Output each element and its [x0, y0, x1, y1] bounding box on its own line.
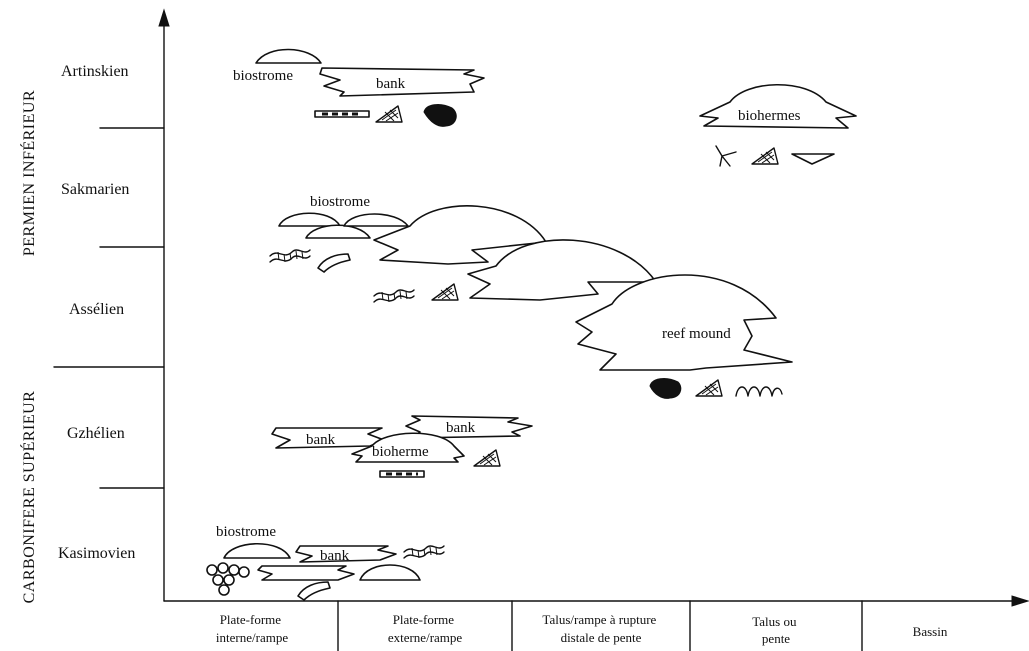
gzhelien-bank-left-label: bank [306, 432, 336, 448]
bioherme-mound [351, 432, 465, 463]
black-blob-icon [649, 378, 682, 399]
kasimovien-biostrome-label: biostrome [216, 524, 276, 540]
biostrome-lens [359, 564, 421, 581]
env-label-platform-internal: Plate-forme interne/rampe [216, 612, 288, 645]
env-label-slope-break: Talus/rampe à rupture distale de pente [542, 612, 659, 645]
dashed-bar-icon [379, 470, 425, 478]
artinskien-bank-label: bank [376, 76, 406, 92]
y-axis-arrow-icon [158, 8, 170, 27]
kasimovien-bank-shape [295, 545, 397, 563]
reef-mound-label: reef mound [662, 326, 731, 342]
bryozoan-mesh-icon [751, 147, 779, 165]
sakmarien-group: biostrome reef mound [269, 194, 793, 371]
kasimovien-bank-label: bank [320, 548, 350, 564]
biostrome-lens [223, 542, 291, 559]
stage-label-artinskien: Artinskien [61, 63, 129, 80]
bryozoan-mesh-icon [375, 105, 403, 123]
biostrome-lens [255, 48, 322, 64]
artinskien-bank-shape [319, 67, 485, 97]
reef-mound-fauna [649, 378, 783, 399]
biohermes-mound [699, 84, 857, 129]
kasimovien-lower-bank-shape [257, 565, 355, 581]
x-axis-arrow-icon [1011, 595, 1029, 607]
black-blob-icon [423, 104, 457, 127]
axes [158, 8, 1029, 607]
artinskien-biostrome-label: biostrome [233, 68, 293, 84]
triangle-shell-icon [791, 153, 835, 165]
kasimovien-group: biostrome bank [206, 524, 445, 601]
artinskien-group: biostrome bank [233, 48, 485, 127]
env-label-basin: Bassin [913, 624, 948, 639]
gzhelien-bank-right-label: bank [446, 420, 476, 436]
crinoid-stem-icon [269, 249, 311, 263]
env-label-platform-external: Plate-forme externe/rampe [388, 612, 463, 645]
bryozoan-mesh-icon [473, 449, 501, 467]
mound-shape [467, 239, 657, 301]
gzhelien-bioherme-label: bioherme [372, 444, 429, 460]
sakmarien-biostrome-label: biostrome [310, 194, 370, 210]
crinoid-stem-icon [373, 289, 415, 303]
horn-coral-icon [317, 253, 351, 273]
stage-label-asselien: Assélien [69, 301, 124, 318]
arched-fossil-icon [735, 386, 783, 397]
artinskien-biohermes-label: biohermes [738, 108, 801, 124]
ooid-cluster-icon [206, 562, 250, 596]
gzhelien-group: bank bank bioherme [271, 415, 533, 478]
biostrome-lens [305, 224, 371, 239]
gzhelien-bank-right-shape [405, 415, 533, 439]
period-label-carbonifere: CARBONIFERE SUPÉRIEUR [19, 391, 38, 604]
crinoid-stem-icon [403, 545, 445, 559]
bryozoan-mesh-icon [695, 379, 723, 397]
stage-label-gzhelien: Gzhélien [67, 425, 125, 442]
biostrome-lens [343, 213, 409, 227]
stage-label-kasimovien: Kasimovien [58, 545, 135, 562]
stage-dividers [53, 127, 165, 489]
branching-coral-icon [715, 145, 737, 167]
dashed-bar-icon [314, 110, 370, 118]
mound-shape [373, 205, 547, 265]
period-label-permien: PERMIEN INFÉRIEUR [19, 90, 38, 256]
environment-axis: Plate-forme interne/rampe Plate-forme ex… [216, 600, 948, 651]
biohermes-group: biohermes [699, 84, 857, 167]
bryozoan-mesh-icon [431, 283, 459, 301]
stage-label-sakmarien: Sakmarien [61, 181, 129, 198]
reef-mound-shape [575, 274, 793, 371]
horn-coral-icon [297, 581, 331, 601]
env-label-slope: Talus ou pente [752, 614, 799, 646]
biostrome-lens [278, 212, 341, 227]
